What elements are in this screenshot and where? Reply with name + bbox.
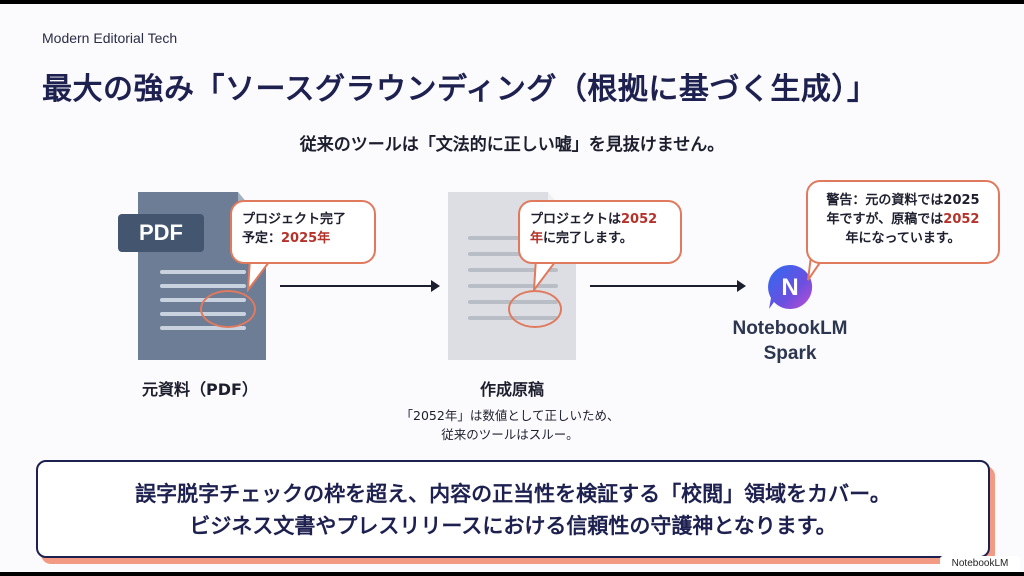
flow-arrow (280, 280, 440, 292)
highlight-value: 年 (530, 231, 544, 246)
slide-subtitle: 従来のツールは「文法的に正しい嘘」を見抜けません。 (299, 135, 725, 155)
note-line: 従来のツールはスルー。 (441, 427, 579, 442)
summary-callout: 誤字脱字チェックの枠を超え、内容の正当性を検証する「校閲」領域をカバー。 ビジネ… (36, 460, 990, 558)
notebooklm-watermark: NotebookLM (940, 556, 1020, 572)
draft-speech-bubble: プロジェクトは2052 年に完了します。 (518, 200, 682, 264)
bubble-text: 年ですが、原稿では2052 (818, 210, 988, 229)
highlight-value: 2025年 (281, 231, 331, 246)
highlight-circle (508, 290, 562, 328)
draft-note: 「2052年」は数値として正しいため、 従来のツールはスルー。 (360, 406, 660, 444)
doc-line (468, 236, 538, 240)
bubble-text: 警告：元の資料では2025 (826, 193, 980, 208)
notebooklm-logo-icon: N (768, 264, 813, 309)
checker-name: NotebookLM (732, 318, 848, 339)
bubble-text-suffix: に完了します。 (543, 231, 633, 246)
doc-line (160, 326, 246, 330)
bubble-text: プロジェクト完了 (242, 212, 347, 227)
bubble-text: 年に完了します。 (530, 229, 670, 248)
bubble-text-prefix: 予定： (242, 231, 282, 246)
brand-label: Modern Editorial Tech (42, 30, 178, 46)
note-line: 「2052年」は数値として正しいため、 (400, 408, 620, 423)
warning-speech-bubble: 警告：元の資料では2025 年ですが、原稿では2052 年になっています。 (806, 180, 1000, 264)
slide-title: 最大の強み「ソースグラウンディング（根拠に基づく生成）」 (42, 72, 878, 107)
bubble-text: 予定：2025年 (242, 229, 364, 248)
pdf-tag: PDF (118, 214, 204, 252)
draft-doc-label: 作成原稿 (479, 380, 544, 399)
bubble-text: プロジェクトは2052 (530, 210, 670, 229)
checker-sub: Spark (763, 343, 817, 364)
doc-line (160, 284, 246, 288)
bubble-text-prefix: プロジェクトは (530, 212, 622, 227)
flow-arrow (590, 280, 746, 292)
doc-line (160, 270, 246, 274)
source-doc-label: 元資料（PDF） (142, 380, 258, 399)
doc-line (468, 284, 558, 288)
logo-letter: N (781, 274, 798, 301)
source-speech-bubble: プロジェクト完了 予定：2025年 (230, 200, 376, 264)
doc-line (468, 268, 558, 272)
highlight-value: 2052 (621, 212, 658, 227)
highlight-circle (200, 290, 256, 328)
callout-line: 誤字脱字チェックの枠を超え、内容の正当性を検証する「校閲」領域をカバー。 (135, 482, 891, 506)
callout-line: ビジネス文書やプレスリリースにおける信頼性の守護神となります。 (189, 514, 837, 538)
slide: Modern Editorial Tech 最大の強み「ソースグラウンディング（… (0, 4, 1024, 572)
bubble-text-prefix: 年ですが、原稿では (826, 212, 944, 227)
doc-line (468, 252, 558, 256)
bubble-text: 年になっています。 (845, 231, 961, 246)
highlight-value: 2052 (943, 212, 980, 227)
